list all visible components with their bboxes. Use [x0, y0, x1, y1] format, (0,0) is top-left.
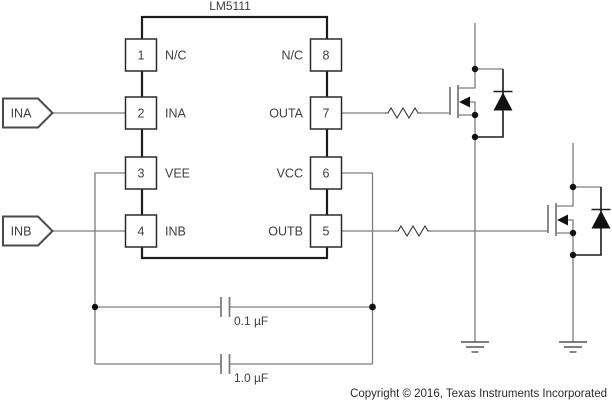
pin-6-number: 6 [323, 167, 330, 181]
chip-body [140, 15, 329, 260]
pin-3-box [124, 156, 158, 190]
chip-title: LM5111 [209, 0, 251, 13]
antiparallel-diode-a [493, 90, 513, 111]
resistor-b [395, 224, 431, 238]
pin-4-box [124, 214, 158, 248]
antiparallel-diode-b [591, 208, 611, 229]
capacitor-1p0uf-label: 1.0 µF [234, 371, 268, 385]
pin-5-label: OUTB [268, 225, 303, 239]
pin-1-number: 1 [138, 49, 145, 63]
chip-pins: 1 2 3 4 8 7 6 5 N/C INA VEE INB N/C OUTA… [124, 38, 343, 248]
ground-symbol-b [559, 341, 587, 353]
pin-5-number: 5 [323, 225, 330, 239]
resistor-a [385, 106, 421, 120]
nmos-transistor-b [547, 187, 574, 236]
pin-8-number: 8 [323, 49, 330, 63]
capacitor-0p1uf [220, 297, 231, 317]
capacitor-1p0uf [220, 354, 231, 374]
ground-symbol-a [461, 341, 489, 353]
copyright-text: Copyright © 2016, Texas Instruments Inco… [350, 388, 607, 400]
pin-3-label: VEE [165, 167, 190, 181]
pin-2-box [124, 96, 158, 130]
wire-vcc-rail [341, 172, 374, 364]
pin-5-box [309, 214, 343, 248]
nmos-transistor-a [449, 69, 476, 118]
pin-4-number: 4 [138, 225, 145, 239]
input-tag-inb: INB [2, 215, 54, 247]
pin-7-number: 7 [323, 107, 330, 121]
pin-2-label: INA [165, 107, 187, 121]
pin-1-label: N/C [165, 49, 187, 63]
junction-dots [91, 65, 577, 311]
pin-8-label: N/C [281, 49, 303, 63]
pin-8-box [309, 38, 343, 72]
input-tag-inb-label: INB [11, 225, 32, 239]
pin-3-number: 3 [138, 167, 145, 181]
pin-6-box [309, 156, 343, 190]
pin-6-label: VCC [277, 167, 303, 181]
wire-vee-rail [94, 172, 126, 364]
pin-7-box [309, 96, 343, 130]
pin-7-label: OUTA [269, 107, 303, 121]
pin-4-label: INB [165, 225, 186, 239]
capacitor-0p1uf-label: 0.1 µF [234, 314, 268, 328]
input-tag-ina-label: INA [11, 107, 33, 121]
pin-2-number: 2 [138, 107, 145, 121]
input-tag-ina: INA [2, 97, 54, 129]
pin-1-box [124, 38, 158, 72]
